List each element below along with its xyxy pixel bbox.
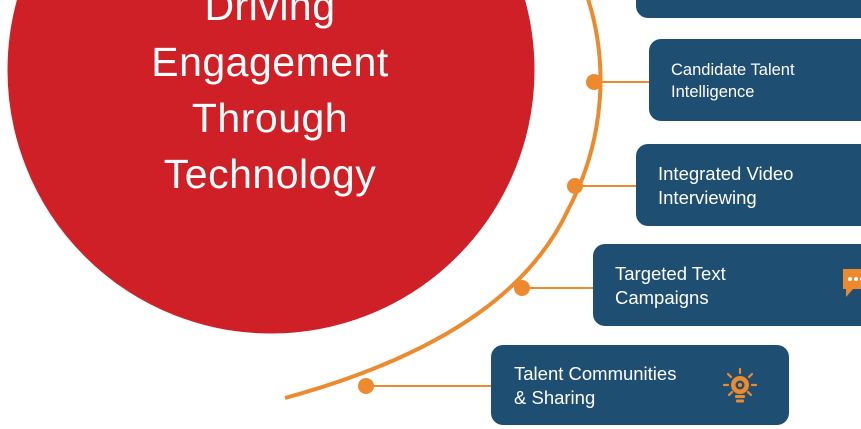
node-dot-candidate bbox=[586, 74, 602, 90]
card-candidate-talent-intelligence: Candidate Talent Intelligence bbox=[649, 39, 861, 121]
card-label: Integrated Video Interviewing bbox=[658, 162, 793, 210]
hero-title-line: Engagement bbox=[151, 39, 389, 85]
hero-title: Driving Engagement Through Technology bbox=[110, 0, 430, 202]
card-partial-top bbox=[636, 0, 861, 18]
card-label-line: & Sharing bbox=[514, 387, 596, 408]
hero-title-line: Technology bbox=[163, 151, 377, 197]
node-dot-text bbox=[514, 280, 530, 296]
card-label: Targeted Text Campaigns bbox=[615, 262, 726, 310]
card-integrated-video-interviewing: Integrated Video Interviewing bbox=[636, 144, 861, 226]
card-talent-communities-sharing: Talent Communities & Sharing bbox=[491, 345, 789, 425]
node-dot-video bbox=[567, 178, 583, 194]
hero-title-line: Driving bbox=[204, 0, 336, 29]
card-label-line: Campaigns bbox=[615, 287, 709, 308]
card-label: Talent Communities & Sharing bbox=[514, 362, 676, 410]
card-label-line: Intelligence bbox=[671, 83, 755, 101]
card-label-line: Interviewing bbox=[658, 187, 757, 208]
lightbulb-icon bbox=[723, 367, 757, 403]
card-label-line: Integrated Video bbox=[658, 163, 794, 184]
hero-circle bbox=[4, 0, 538, 337]
hero-title-line: Through bbox=[191, 95, 349, 141]
chat-bubble-icon bbox=[843, 269, 861, 297]
card-label-line: Targeted Text bbox=[615, 263, 726, 284]
card-targeted-text-campaigns: Targeted Text Campaigns bbox=[593, 244, 861, 326]
timeline-arc bbox=[284, 0, 603, 400]
node-dot-community bbox=[358, 378, 374, 394]
card-label: Candidate Talent Intelligence bbox=[671, 59, 795, 103]
card-label-line: Talent Communities bbox=[514, 363, 677, 384]
card-label-line: Candidate Talent bbox=[671, 61, 795, 79]
